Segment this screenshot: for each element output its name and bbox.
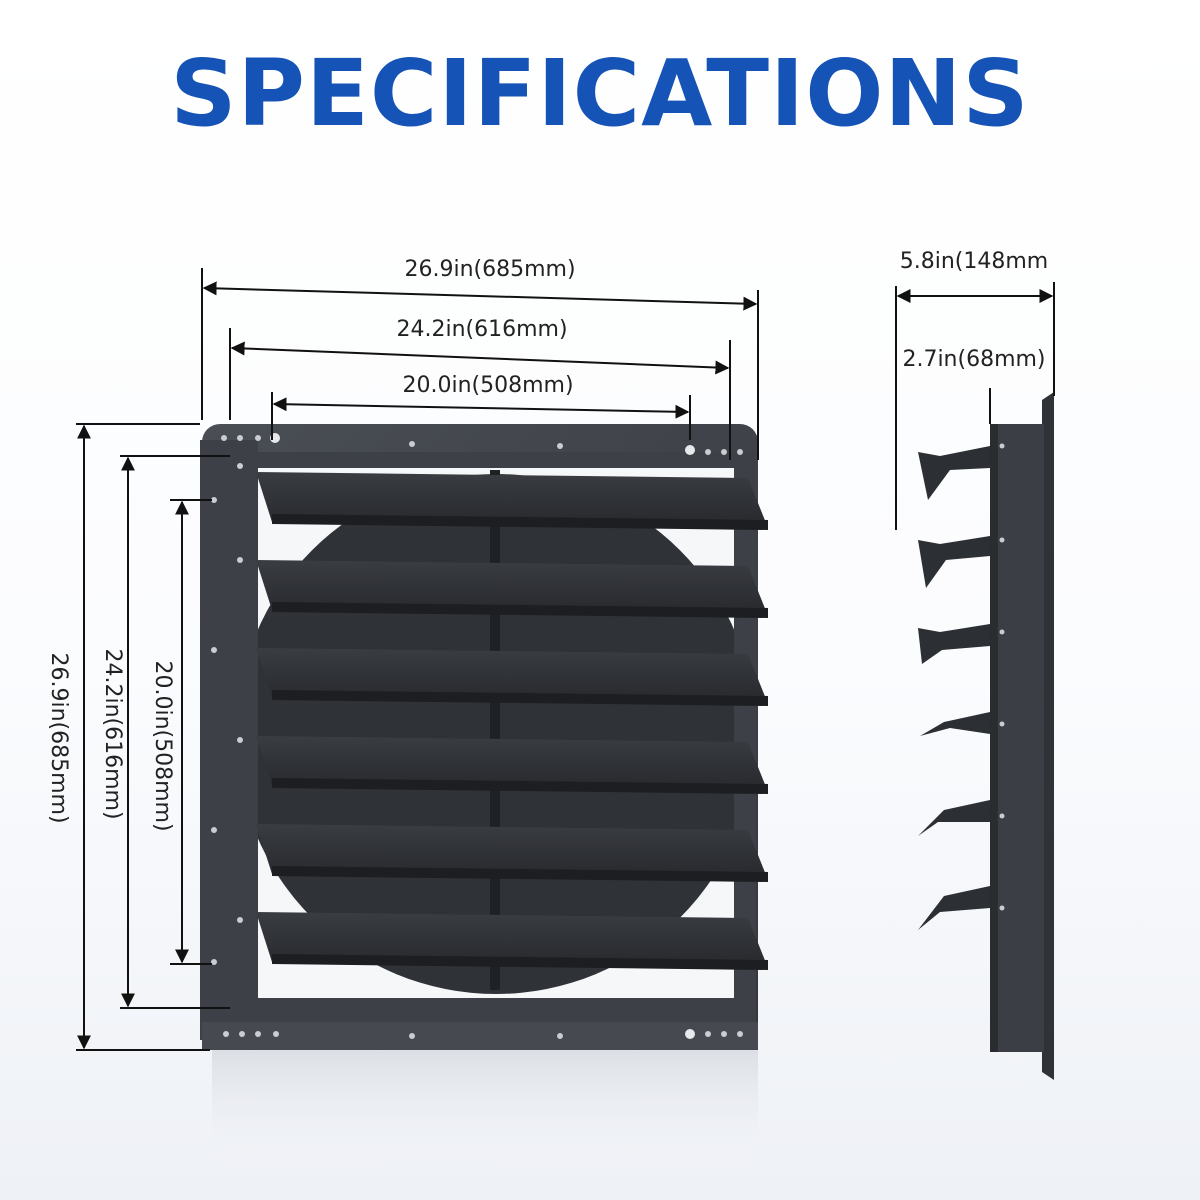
side-frame: [990, 424, 1044, 1052]
center-rod: [490, 470, 500, 990]
label-height-inner: 20.0in(508mm): [150, 660, 175, 831]
louver: [256, 824, 768, 882]
bottom-flange: [202, 1022, 758, 1050]
label-depth-total: 5.8in(148mm: [900, 249, 1048, 274]
opening-mask-bottom: [230, 998, 756, 1022]
side-louvers: [918, 446, 990, 930]
dim-line-width-inner: [272, 397, 690, 419]
label-height-flange: 24.2in(616mm): [100, 648, 125, 819]
louver: [256, 736, 768, 794]
label-width-flange: 24.2in(616mm): [396, 317, 567, 342]
front-view: [200, 424, 768, 1180]
side-dimensions: [895, 282, 1055, 530]
louver: [256, 648, 768, 706]
label-depth-frame: 2.7in(68mm): [902, 347, 1045, 372]
opening-mask-top: [230, 452, 756, 468]
louver: [256, 560, 768, 618]
louver-group: [256, 472, 768, 970]
opening-mask-left: [200, 440, 258, 1040]
screw-dots: [211, 433, 743, 1039]
page-title: SPECIFICATIONS: [170, 40, 1030, 147]
dim-line-width-outer: [202, 281, 758, 311]
side-view: [918, 392, 1054, 1080]
louver: [256, 912, 768, 970]
label-width-inner: 20.0in(508mm): [402, 373, 573, 398]
label-width-outer: 26.9in(685mm): [404, 257, 575, 282]
front-dimensions: [76, 268, 759, 1051]
front-reflection: [212, 1050, 758, 1180]
dim-line-width-flange: [230, 341, 730, 375]
label-height-outer: 26.9in(685mm): [46, 652, 71, 823]
louver: [256, 472, 768, 530]
